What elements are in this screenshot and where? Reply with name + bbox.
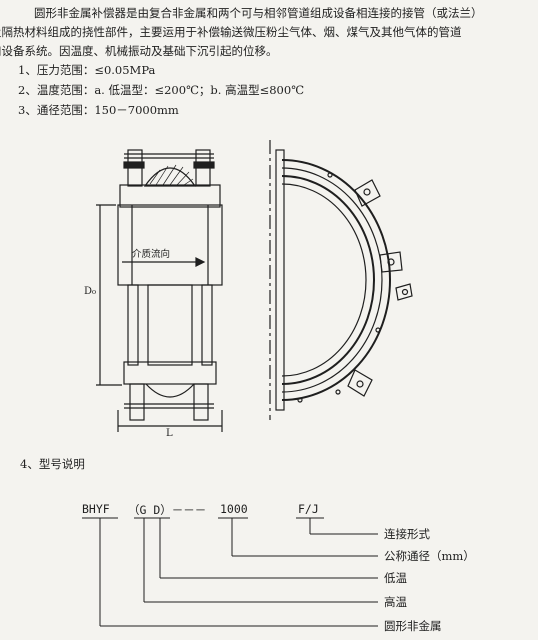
pipe-body — [117, 204, 223, 286]
bolt-bottom-right — [193, 383, 209, 421]
bracket-3 — [395, 283, 413, 301]
spec-pressure: 1、压力范围：≤0.05MPa — [18, 63, 156, 77]
legend-connection: 连接形式 — [384, 527, 430, 541]
intro-paragraph: 圆形非金属补偿器是由复合非金属和两个可与相邻管道组成设备相连接的接管（或法兰） … — [0, 4, 530, 61]
legend-low-temp: 低温 — [384, 571, 407, 585]
intro-line-2: 及隔热材料组成的挠性部件，主要运用于补偿输送微压粉尘气体、烟、煤气及其他气体的管… — [0, 25, 462, 39]
split-flange — [275, 149, 285, 411]
model-code-prefix: BHYF — [82, 502, 110, 516]
diameter-label: D₀ — [84, 286, 97, 297]
top-flange-band — [119, 184, 221, 208]
legend-round-nonmetal: 圆形非金属 — [384, 619, 442, 633]
bolt-bottom-left — [129, 383, 145, 421]
length-label: L — [166, 428, 173, 439]
flow-direction-label: 介质流向 — [132, 249, 171, 260]
model-code-conn: F/J — [298, 502, 319, 516]
bracket-1 — [354, 179, 381, 207]
intro-line-1: 圆形非金属补偿器是由复合非金属和两个可与相邻管道组成设备相连接的接管（或法兰） — [34, 6, 483, 20]
model-leaders — [99, 518, 378, 627]
front-view — [269, 140, 413, 420]
bottom-flange-band — [123, 361, 217, 385]
spec-diameter: 3、通径范围：150－7000mm — [18, 103, 179, 117]
spec-temperature: 2、温度范围：a. 低温型：≤200℃；b. 高温型≤800℃ — [18, 83, 305, 97]
tie-rod-left — [127, 284, 139, 366]
bellows — [143, 167, 197, 187]
model-code-size: 1000 — [220, 502, 248, 516]
model-section-heading: 4、型号说明 — [20, 457, 85, 471]
model-code-paren: （G D）－－－ — [128, 503, 207, 517]
bracket-2 — [379, 251, 403, 273]
legend-high-temp: 高温 — [384, 595, 407, 609]
bracket-4 — [347, 369, 373, 397]
tie-rod-right — [201, 284, 213, 366]
side-view — [96, 149, 223, 432]
legend-nominal-diameter: 公称通径（mm） — [384, 549, 475, 563]
inner-ring — [281, 175, 375, 385]
intro-line-3: 和设备系统。因温度、机械振动及基础下沉引起的位移。 — [0, 44, 278, 58]
